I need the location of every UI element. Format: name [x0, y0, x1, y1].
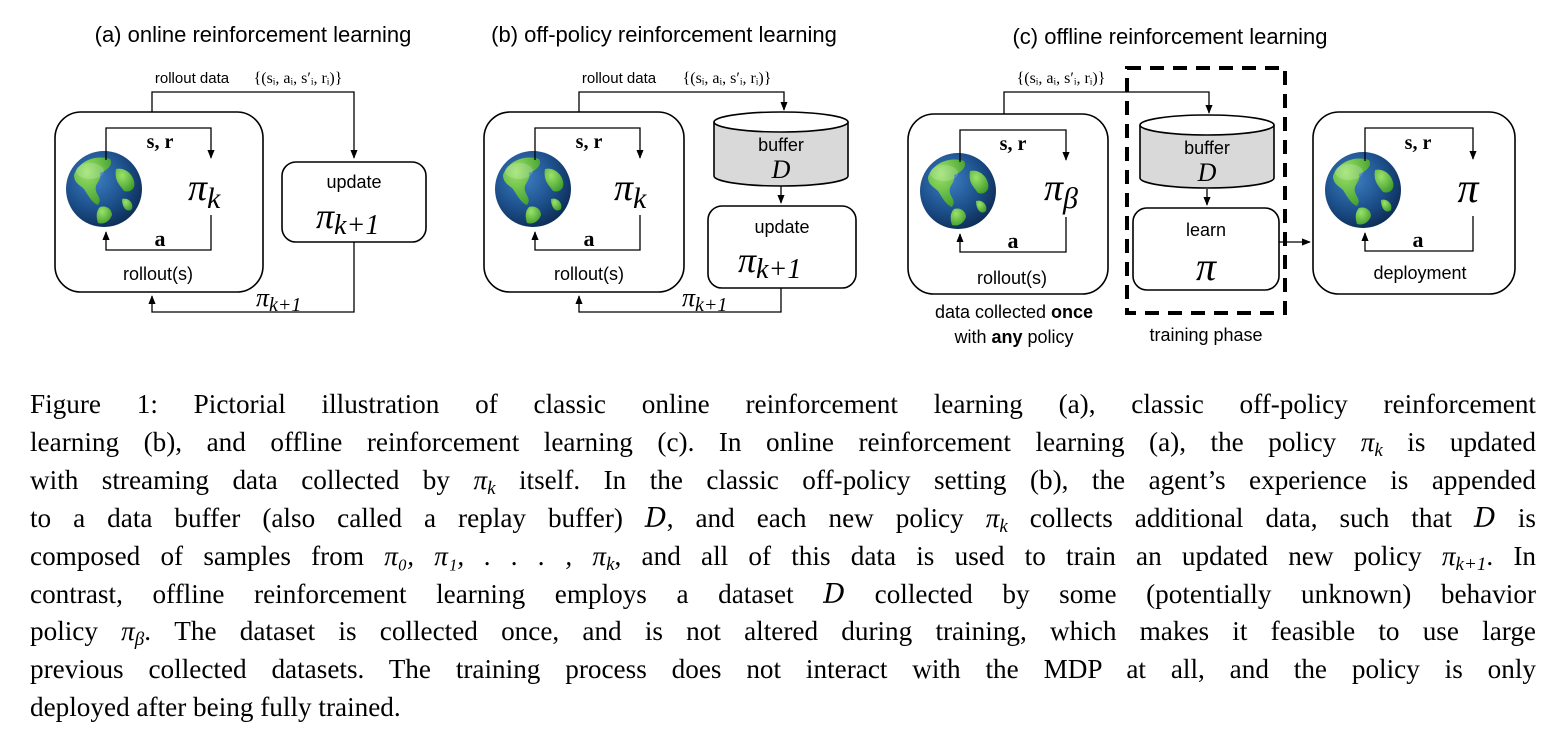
- panel-c-training-phase-box: [1125, 66, 1287, 315]
- panel-a-action: a: [155, 226, 166, 251]
- panel-c-state-reward: s, r: [1000, 133, 1027, 155]
- panel-b-action: a: [584, 226, 595, 251]
- figure-diagram: (a) online reinforcement learning rollou…: [54, 22, 1516, 347]
- panel-b-title: (b) off-policy reinforcement learning: [491, 22, 837, 47]
- caption-line-1: Figure 1: Pictorial illustration of clas…: [30, 389, 1536, 419]
- panel-c-deploy-globe-icon: [1325, 152, 1401, 228]
- panel-b-rollout: rollout(s): [554, 264, 624, 284]
- caption-line-8: previous collected datasets. The trainin…: [30, 654, 1536, 685]
- panel-b-rollout-data-label: rollout data: [582, 70, 657, 87]
- panel-c-globe-icon: [920, 153, 996, 229]
- panel-a-return-arrow: [148, 242, 355, 313]
- panel-c-deploy-state-arrow: [1364, 127, 1477, 161]
- panel-a: (a) online reinforcement learning rollou…: [54, 22, 427, 316]
- panel-a-policy-sub: k: [207, 182, 221, 215]
- caption-line-5: composed of samples from π₀, π₁, . . . ,…: [30, 540, 1537, 575]
- panel-b-state-arrow: [534, 127, 644, 160]
- panel-b-rollout-data-set: {(sᵢ, aᵢ, s′ᵢ, rᵢ)}: [683, 70, 772, 87]
- panel-c-policy: πβ: [1044, 167, 1078, 215]
- panel-c-training-phase-label: training phase: [1149, 325, 1262, 345]
- panel-a-action-arrow: [102, 215, 212, 251]
- caption-line-9: deployed after being fully trained.: [30, 692, 401, 723]
- figure-caption: Figure 1: Pictorial illustration of clas…: [30, 386, 1536, 727]
- panel-c-note-line2: with any policy: [953, 327, 1073, 347]
- panel-a-rollout-data-label: rollout data: [155, 70, 230, 87]
- panel-b-return-arrow: [575, 288, 782, 313]
- caption-line-7: policy πβ. The dataset is collected once…: [30, 616, 1536, 651]
- panel-c-deploy-policy: π: [1457, 166, 1479, 212]
- caption-line-3: with streaming data collected by πk itse…: [30, 464, 1536, 499]
- panel-c-note-line1: data collected once: [935, 302, 1093, 322]
- panel-c-buffer-cylinder: [1139, 114, 1275, 189]
- panel-c-title: (c) offline reinforcement learning: [1012, 24, 1327, 49]
- panel-c-deploy-state-reward: s, r: [1405, 132, 1432, 154]
- panel-c-buffer-symbol: D: [1197, 158, 1217, 187]
- panel-a-state-arrow: [105, 127, 215, 160]
- panel-b: (b) off-policy reinforcement learning ro…: [483, 22, 857, 316]
- panel-b-update-box: [707, 205, 857, 289]
- panel-c: (c) offline reinforcement learning {(sᵢ,…: [907, 24, 1516, 347]
- panel-b-buffer-cylinder: [713, 111, 849, 187]
- panel-c-action: a: [1008, 228, 1019, 253]
- panel-a-policy: πk: [188, 167, 221, 215]
- panel-b-state-reward: s, r: [576, 131, 603, 153]
- caption-line-2: learning (b), and offline reinforcement …: [30, 426, 1536, 461]
- panel-a-title: (a) online reinforcement learning: [95, 22, 412, 47]
- panel-c-buffer-label: buffer: [1184, 138, 1230, 158]
- panel-b-rollout-data-arrow: [578, 91, 788, 112]
- panel-c-action-arrow: [956, 217, 1067, 253]
- panel-a-globe-icon: [66, 151, 142, 227]
- panel-b-action-arrow: [531, 215, 641, 251]
- panel-b-globe-icon: [495, 151, 571, 227]
- panel-c-deployment: deployment: [1373, 263, 1466, 283]
- panel-a-rollout-data-set: {(sᵢ, aᵢ, s′ᵢ, rᵢ)}: [254, 70, 343, 87]
- panel-c-deploy-action: a: [1413, 227, 1424, 252]
- caption-line-4: to a data buffer (also called a replay b…: [30, 502, 1536, 537]
- panel-a-return-policy: πk+1: [256, 283, 301, 316]
- panel-c-rollout-data-set: {(sᵢ, aᵢ, s′ᵢ, rᵢ)}: [1017, 70, 1106, 87]
- panel-c-state-arrow: [959, 129, 1070, 162]
- panel-a-state-reward: s, r: [147, 131, 174, 153]
- panel-c-learn-box: [1132, 207, 1280, 291]
- panel-b-update-label: update: [754, 217, 809, 237]
- panel-c-rollout: rollout(s): [977, 268, 1047, 288]
- panel-a-rollout-data-arrow: [151, 91, 358, 159]
- caption-line-6: contrast, offline reinforcement learning…: [30, 578, 1537, 610]
- panel-a-update-label: update: [326, 172, 381, 192]
- panel-a-rollout: rollout(s): [123, 264, 193, 284]
- panel-c-learn-policy: π: [1196, 244, 1217, 289]
- panel-c-learn-label: learn: [1186, 220, 1226, 240]
- panel-c-rollout-data-arrow: [1003, 91, 1213, 114]
- panel-b-buffer-label: buffer: [758, 135, 804, 155]
- panel-b-buffer-symbol: D: [771, 155, 791, 184]
- panel-c-deploy-action-arrow: [1361, 216, 1474, 252]
- panel-b-policy: πk: [614, 167, 647, 215]
